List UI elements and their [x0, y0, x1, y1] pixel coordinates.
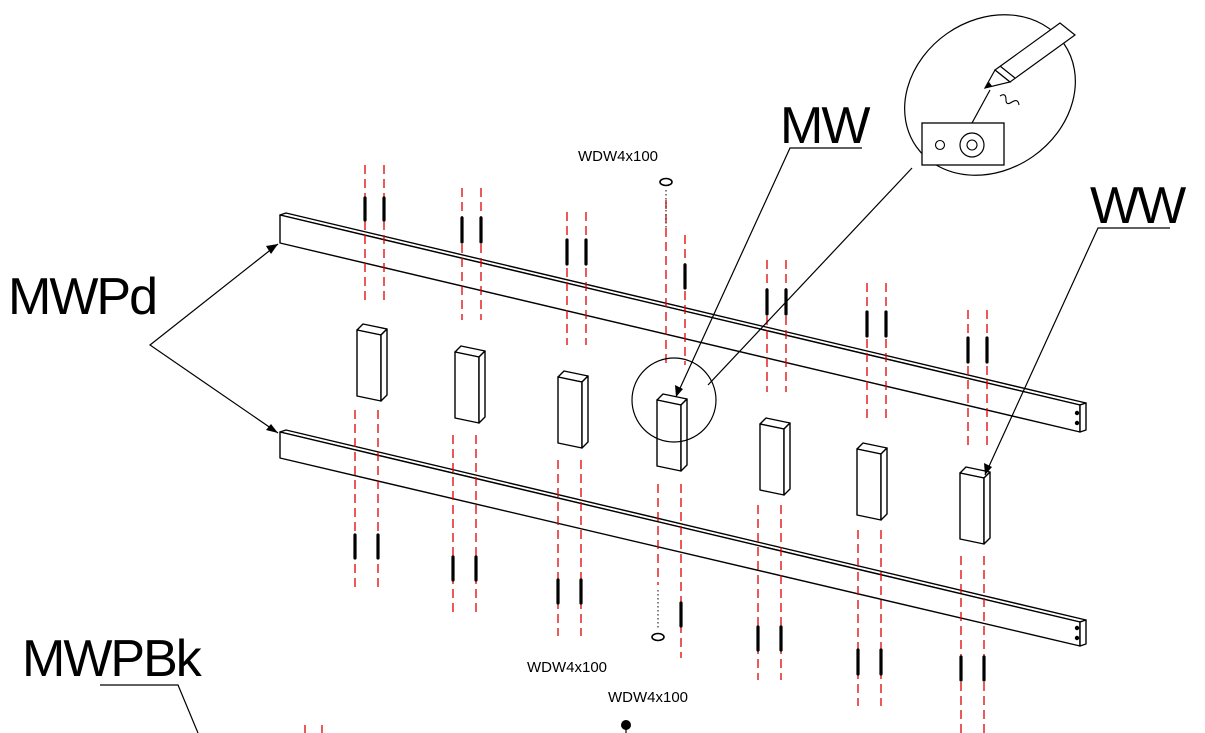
wdw-lower-label: WDW4x100 [608, 689, 688, 706]
marked-piece-icon [921, 122, 1005, 166]
mw-label: MW [780, 97, 870, 155]
detail-callout [707, 14, 1076, 386]
wdw-top-label: WDW4x100 [578, 148, 658, 165]
mwpbk-callout: MWPBk [22, 630, 205, 733]
ww-callout: WW [984, 177, 1188, 476]
wdw-bottom-label: WDW4x100 [527, 659, 607, 676]
mwpd-label: MWPd [8, 268, 156, 326]
pencil-icon [983, 22, 1076, 89]
mwpbk-label: MWPBk [22, 630, 203, 688]
wdw-top-marker [659, 177, 673, 187]
ww-label: WW [1090, 177, 1186, 235]
vertical-pieces [356, 323, 991, 545]
lower-dowel-lines [304, 410, 986, 733]
bottom-rail [279, 429, 1087, 647]
wdw-bottom-marker [651, 632, 665, 642]
mwpd-callout: MWPd [8, 243, 279, 434]
upper-dowel-lines [363, 165, 989, 445]
detail-circle [631, 357, 717, 443]
mw-callout: MW [675, 97, 872, 398]
